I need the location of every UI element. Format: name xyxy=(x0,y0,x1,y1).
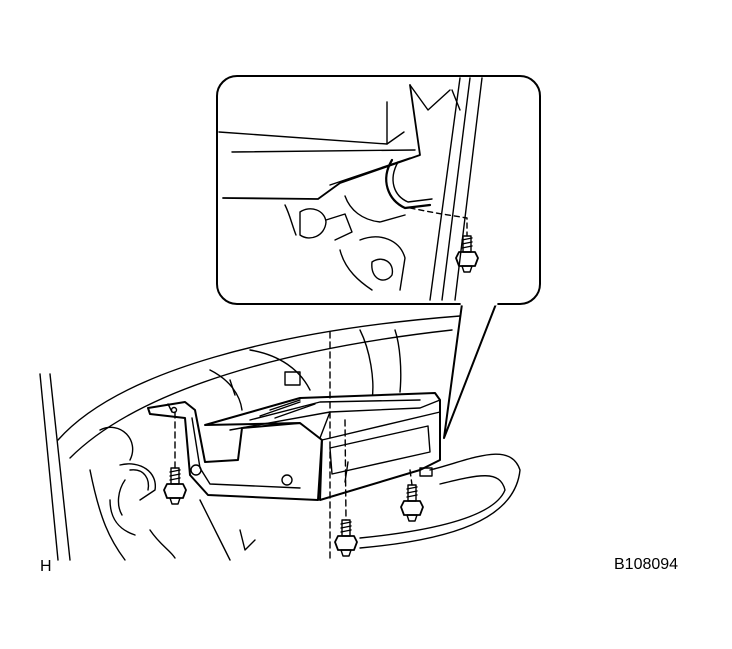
module-label-panel xyxy=(329,425,431,475)
callout-detail-view xyxy=(216,75,541,439)
callout-frame xyxy=(216,75,541,305)
bolt-center-icon xyxy=(334,519,358,557)
bolt-guide-lines xyxy=(174,331,413,561)
module-assembly xyxy=(147,392,441,501)
left-side-hardware xyxy=(99,426,156,536)
figure-id-label: B108094 xyxy=(614,556,679,573)
detail-bolt-guide xyxy=(409,207,468,237)
detail-wire-harness xyxy=(344,158,433,223)
bolt-left-icon xyxy=(163,467,187,505)
detail-module-body xyxy=(218,84,421,200)
module-box xyxy=(204,392,441,501)
bolt-right-icon xyxy=(400,484,424,522)
detail-pillar-lines xyxy=(409,77,483,301)
detail-bolt-icon xyxy=(455,235,479,273)
callout-pointer xyxy=(443,303,497,439)
vehicle-interior-outline xyxy=(39,315,521,561)
view-letter-label: H xyxy=(40,558,52,575)
detail-bracket xyxy=(284,204,406,291)
